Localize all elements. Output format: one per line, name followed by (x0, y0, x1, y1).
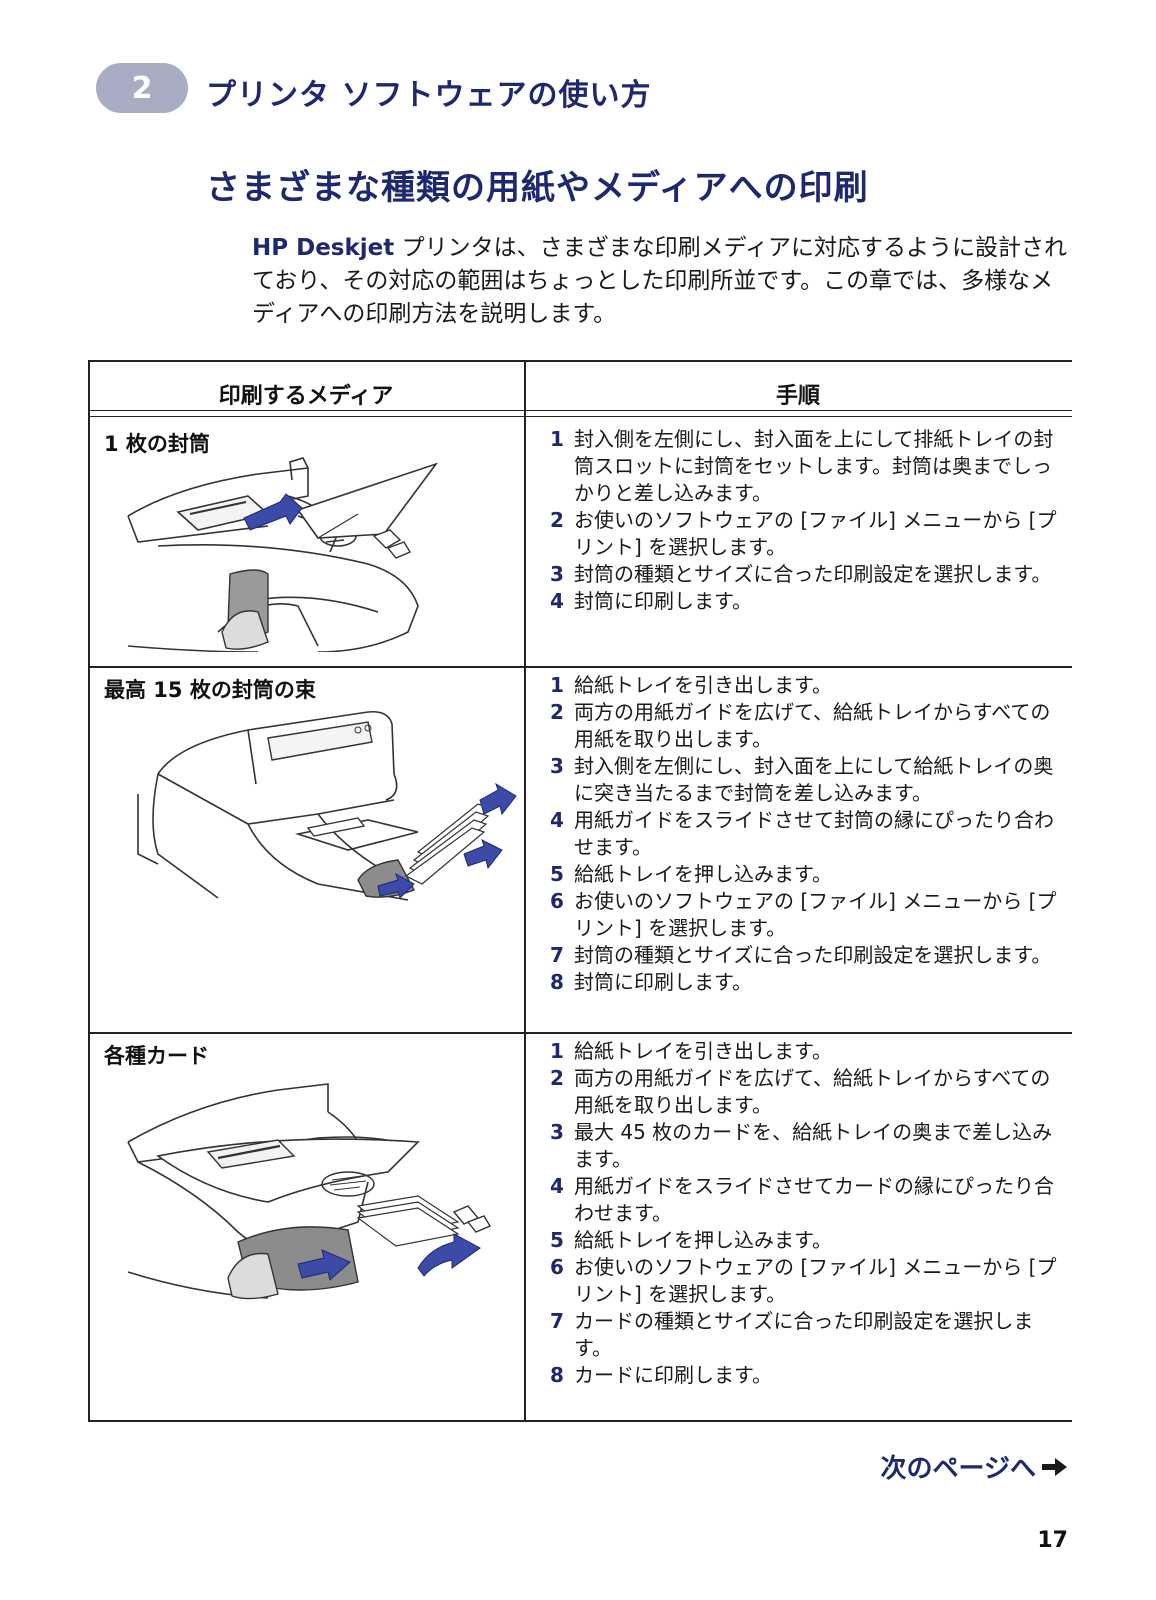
step-number: 3 (550, 1120, 564, 1144)
step-number: 3 (550, 754, 564, 778)
chapter-number: 2 (131, 70, 153, 106)
step: 8 封筒に印刷します。 (550, 969, 1060, 996)
step-text: 両方の用紙ガイドを広げて、給紙トレイからすべての用紙を取り出します。 (574, 700, 1051, 751)
step-text: カードの種類とサイズに合った印刷設定を選択します。 (574, 1309, 1034, 1360)
intro-brand: HP Deskjet (252, 235, 395, 261)
cards-steps: 1 給紙トレイを引き出します。 2 両方の用紙ガイドを広げて、給紙トレイからすべての… (550, 1038, 1060, 1389)
row-label-cards: 各種カード (104, 1044, 209, 1068)
step-number: 1 (550, 1039, 564, 1063)
step-text: 給紙トレイを引き出します。 (574, 1039, 832, 1063)
step: 4 用紙ガイドをスライドさせて封筒の縁にぴったり合わせます。 (550, 807, 1060, 861)
step-text: 給紙トレイを押し込みます。 (574, 1228, 832, 1252)
step-number: 6 (550, 1255, 564, 1279)
step-number: 2 (550, 700, 564, 724)
step-text: お使いのソフトウェアの [ファイル] メニューから [プリント] を選択します。 (574, 508, 1057, 559)
table-left-border (88, 360, 90, 1422)
step-text: カードに印刷します。 (574, 1363, 772, 1387)
header-procedure: 手順 (775, 384, 820, 409)
step-number: 1 (550, 673, 564, 697)
page-number: 17 (1037, 1528, 1068, 1553)
step: 5 給紙トレイを押し込みます。 (550, 1227, 1060, 1254)
step-number: 4 (550, 1174, 564, 1198)
row-label-envelope-stack: 最高 15 枚の封筒の束 (104, 678, 316, 702)
step-text: 両方の用紙ガイドを広げて、給紙トレイからすべての用紙を取り出します。 (574, 1066, 1051, 1117)
step: 3 封筒の種類とサイズに合った印刷設定を選択します。 (550, 561, 1060, 588)
step-number: 2 (550, 508, 564, 532)
single-envelope-steps: 1 封入側を左側にし、封入面を上にして排紙トレイの封筒スロットに封筒をセットします… (550, 426, 1060, 615)
step-text: 封筒の種類とサイズに合った印刷設定を選択します。 (574, 943, 1052, 967)
step: 1 給紙トレイを引き出します。 (550, 672, 1060, 699)
step: 7 カードの種類とサイズに合った印刷設定を選択します。 (550, 1308, 1060, 1362)
step-number: 7 (550, 943, 564, 967)
step: 1 封入側を左側にし、封入面を上にして排紙トレイの封筒スロットに封筒をセットします… (550, 426, 1060, 507)
step: 4 用紙ガイドをスライドさせてカードの縁にぴったり合わせます。 (550, 1173, 1060, 1227)
step-text: 給紙トレイを引き出します。 (574, 673, 832, 697)
row-divider-1 (88, 666, 1072, 668)
step-number: 6 (550, 889, 564, 913)
step: 8 カードに印刷します。 (550, 1362, 1060, 1389)
step-number: 8 (550, 1363, 564, 1387)
step-number: 4 (550, 808, 564, 832)
step-text: 給紙トレイを押し込みます。 (574, 862, 832, 886)
step: 3 最大 45 枚のカードを、給紙トレイの奥まで差し込みます。 (550, 1119, 1060, 1173)
step-text: 封入側を左側にし、封入面を上にして給紙トレイの奥に突き当たるまで封筒を差し込みま… (574, 754, 1054, 805)
step: 2 両方の用紙ガイドを広げて、給紙トレイからすべての用紙を取り出します。 (550, 1065, 1060, 1119)
step-number: 1 (550, 427, 564, 451)
step-text: 用紙ガイドをスライドさせて封筒の縁にぴったり合わせます。 (574, 808, 1054, 859)
step: 6 お使いのソフトウェアの [ファイル] メニューから [プリント] を選択します… (550, 1254, 1060, 1308)
chapter-title: プリンタ ソフトウェアの使い方 (206, 78, 652, 113)
step: 6 お使いのソフトウェアの [ファイル] メニューから [プリント] を選択します… (550, 888, 1060, 942)
step-text: 用紙ガイドをスライドさせてカードの縁にぴったり合わせます。 (574, 1174, 1054, 1225)
header-rule-2 (88, 416, 1072, 417)
step-number: 2 (550, 1066, 564, 1090)
step-number: 4 (550, 589, 564, 613)
envelope-stack-steps: 1 給紙トレイを引き出します。 2 両方の用紙ガイドを広げて、給紙トレイからすべての… (550, 672, 1060, 996)
step-text: 封入側を左側にし、封入面を上にして排紙トレイの封筒スロットに封筒をセットします。… (574, 427, 1054, 505)
step: 7 封筒の種類とサイズに合った印刷設定を選択します。 (550, 942, 1060, 969)
arrow-right-icon (1042, 1457, 1067, 1476)
row-label-single-envelope: 1 枚の封筒 (104, 432, 210, 456)
step: 1 給紙トレイを引き出します。 (550, 1038, 1060, 1065)
step: 5 給紙トレイを押し込みます。 (550, 861, 1060, 888)
header-rule-1 (88, 410, 1072, 411)
single-envelope-printer-illustration (127, 457, 439, 652)
cards-printer-illustration (127, 1083, 492, 1300)
next-page-label: 次のページへ (880, 1454, 1036, 1484)
row-divider-2 (88, 1032, 1072, 1034)
page-title: さまざまな種類の用紙やメディアへの印刷 (206, 168, 869, 208)
table-bottom-rule (88, 1420, 1072, 1422)
chapter-badge: 2 (96, 63, 188, 113)
media-table: 印刷するメディア 手順 1 枚の封筒 1 封入側を左側にし、封入面を上にして排紙ト… (88, 360, 1072, 1422)
step-text: 封筒に印刷します。 (574, 589, 752, 613)
step-text: 封筒に印刷します。 (574, 970, 752, 994)
step: 4 封筒に印刷します。 (550, 588, 1060, 615)
step: 3 封入側を左側にし、封入面を上にして給紙トレイの奥に突き当たるまで封筒を差し込み… (550, 753, 1060, 807)
step-number: 7 (550, 1309, 564, 1333)
step-number: 5 (550, 1228, 564, 1252)
step-text: 最大 45 枚のカードを、給紙トレイの奥まで差し込みます。 (574, 1120, 1053, 1171)
step-number: 8 (550, 970, 564, 994)
table-column-divider (524, 360, 526, 1422)
intro-paragraph: HP Deskjet プリンタは、さまざまな印刷メディアに対応するように設計され… (252, 232, 1072, 331)
step-number: 3 (550, 562, 564, 586)
step-text: 封筒の種類とサイズに合った印刷設定を選択します。 (574, 562, 1052, 586)
step-text: お使いのソフトウェアの [ファイル] メニューから [プリント] を選択します。 (574, 889, 1057, 940)
step: 2 両方の用紙ガイドを広げて、給紙トレイからすべての用紙を取り出します。 (550, 699, 1060, 753)
step-text: お使いのソフトウェアの [ファイル] メニューから [プリント] を選択します。 (574, 1255, 1057, 1306)
step: 2 お使いのソフトウェアの [ファイル] メニューから [プリント] を選択します… (550, 507, 1060, 561)
step-number: 5 (550, 862, 564, 886)
envelope-stack-printer-illustration (137, 710, 517, 901)
next-page-link[interactable]: 次のページへ (881, 1448, 1068, 1485)
header-media: 印刷するメディア (218, 384, 394, 409)
intro-text: プリンタは、さまざまな印刷メディアに対応するように設計されており、その対応の範囲… (252, 235, 1067, 327)
table-top-rule (88, 360, 1072, 362)
